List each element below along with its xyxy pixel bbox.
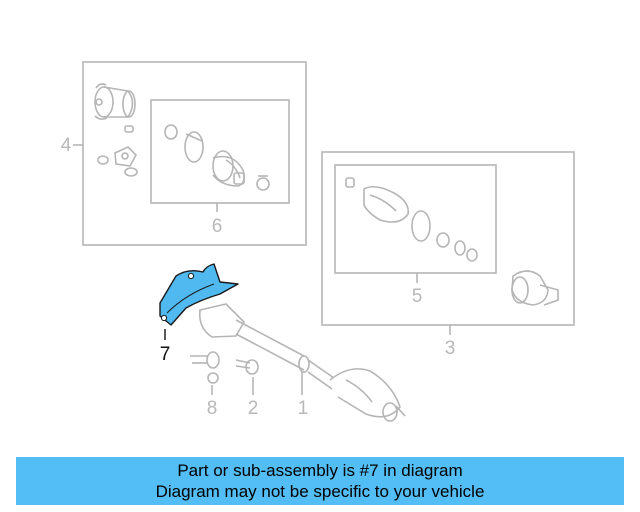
callout-7: 7	[160, 344, 171, 365]
boot-kit-6-drawing	[164, 124, 270, 191]
callout-3: 3	[445, 338, 456, 359]
inner-joint-drawing	[511, 270, 559, 306]
bolt-8-drawing	[190, 351, 220, 384]
callout-1: 1	[298, 398, 309, 419]
small-parts-drawing	[97, 125, 138, 177]
info-banner: Part or sub-assembly is #7 in diagram Di…	[16, 457, 624, 505]
banner-line-2: Diagram may not be specific to your vehi…	[155, 482, 485, 501]
heat-shield-part-7[interactable]	[159, 263, 239, 326]
group-box-6	[150, 99, 290, 204]
group-box-4	[82, 61, 307, 246]
group-box-5	[334, 164, 497, 274]
boot-kit-5-drawing	[345, 177, 478, 262]
callout-8: 8	[207, 398, 218, 419]
axle-shaft-drawing	[198, 303, 406, 422]
callout-2: 2	[248, 398, 259, 419]
group-box-3	[321, 151, 575, 326]
callout-4: 4	[61, 135, 72, 156]
callout-6: 6	[212, 216, 223, 237]
callout-5: 5	[412, 286, 423, 307]
outer-cv-joint-drawing	[94, 83, 136, 120]
bolt-2-drawing	[235, 359, 259, 375]
banner-line-1: Part or sub-assembly is #7 in diagram	[177, 461, 463, 480]
